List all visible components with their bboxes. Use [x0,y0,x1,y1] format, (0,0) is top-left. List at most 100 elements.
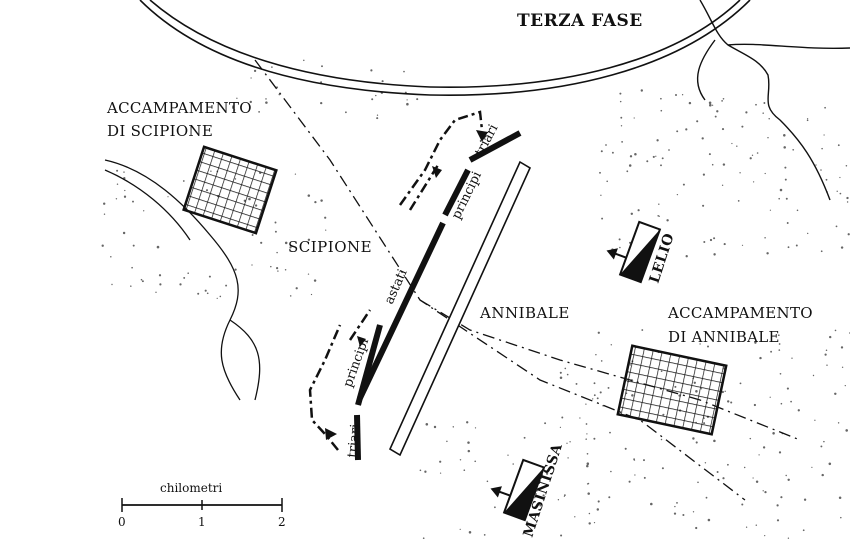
stipple-dot [131,266,133,269]
stipple-dot [764,490,767,494]
stipple-dot [468,531,472,534]
stipple-dot [566,373,569,376]
stipple-dot [560,534,563,537]
stipple-dot [258,111,260,113]
stipple-dot [737,200,740,202]
stipple-dot [381,80,384,83]
stipple-dot [640,89,643,92]
stipple-dot [835,225,838,228]
stipple-dot [711,163,714,166]
stipple-dot [608,496,611,499]
stipple-dot [791,357,793,359]
stipple-dot [695,441,698,444]
stipple-dot [769,209,772,211]
stipple-dot [655,155,657,157]
stipple-dot [155,291,157,294]
stipple-dot [579,417,581,419]
stipple-dot [406,102,409,106]
stipple-dot [596,397,599,400]
stipple-dot [722,163,726,166]
stipple-dot [713,253,716,256]
stipple-dot [825,178,828,181]
stipple-dot [660,109,663,112]
stipple-dot [676,502,678,504]
stipple-dot [141,280,144,283]
stipple-dot [233,109,236,111]
stipple-dot [699,343,701,345]
stipple-dot [783,146,786,149]
stipple-dot [626,170,629,173]
stipple-dot [766,252,769,255]
stipple-dot [620,116,623,119]
stipple-dot [826,364,828,366]
stipple-dot [265,98,267,100]
stipple-dot [820,250,823,253]
stipple-dot [588,512,591,515]
stipple-dot [660,164,662,167]
stipple-dot [823,134,825,136]
stipple-dot [706,345,710,348]
stipple-dot [204,289,207,292]
terrain-stipple [101,59,850,540]
stipple-dot [643,459,645,462]
stipple-dot [260,241,263,244]
stipple-dot [593,437,596,440]
stipple-dot [544,469,547,472]
stipple-dot [820,445,823,448]
stipple-dot [646,160,649,163]
stipple-dot [376,117,379,120]
stipple-dot [741,244,744,246]
stipple-dot [641,329,644,331]
stipple-dot [767,136,769,139]
stipple-dot [762,446,766,449]
stipple-dot [803,498,807,501]
stipple-dot [837,422,840,424]
stipple-dot [295,287,298,290]
stipple-dot [574,516,576,518]
stipple-dot [143,210,145,212]
stipple-dot [544,422,547,425]
stipple-dot [624,447,627,450]
stipple-dot [561,416,564,419]
stipple-dot [628,164,632,167]
stipple-dot [600,150,603,153]
hannibal-camp-label-2: DI ANNIBALE [668,328,780,346]
stipple-dot [605,144,607,146]
stipple-dot [709,103,712,107]
stipple-dot [566,442,568,444]
stipple-dot [542,494,545,497]
stipple-dot [785,197,788,200]
stipple-dot [797,409,800,412]
stipple-dot [713,237,716,240]
hannibal-line [388,160,532,457]
stipple-dot [755,480,759,483]
map-title: TERZA FASE [517,11,643,31]
stipple-dot [313,279,317,282]
stipple-dot [587,492,590,495]
scipio-camp-label-1: ACCAMPAMENTO [106,99,252,117]
stipple-dot [567,457,569,459]
stipple-dot [270,265,272,268]
stipple-dot [685,128,688,131]
stipple-dot [403,70,405,73]
stipple-dot [619,92,622,95]
stipple-dot [586,462,590,465]
stipple-dot [682,183,685,186]
stipple-dot [320,81,323,84]
stipple-dot [633,459,636,461]
stipple-dot [559,426,562,429]
stipple-dot [780,402,783,405]
stipple-dot [320,199,323,202]
scipio-army-label: SCIPIONE [288,238,372,256]
stipple-dot [586,464,589,468]
stipple-dot [563,495,566,497]
stipple-dot [123,171,125,173]
stipple-dot [593,382,596,385]
stipple-dot [370,69,373,72]
stipple-dot [778,343,781,345]
stipple-dot [225,284,228,287]
stipple-dot [727,463,729,466]
stipple-dot [606,180,608,183]
stipple-dot [289,246,292,249]
